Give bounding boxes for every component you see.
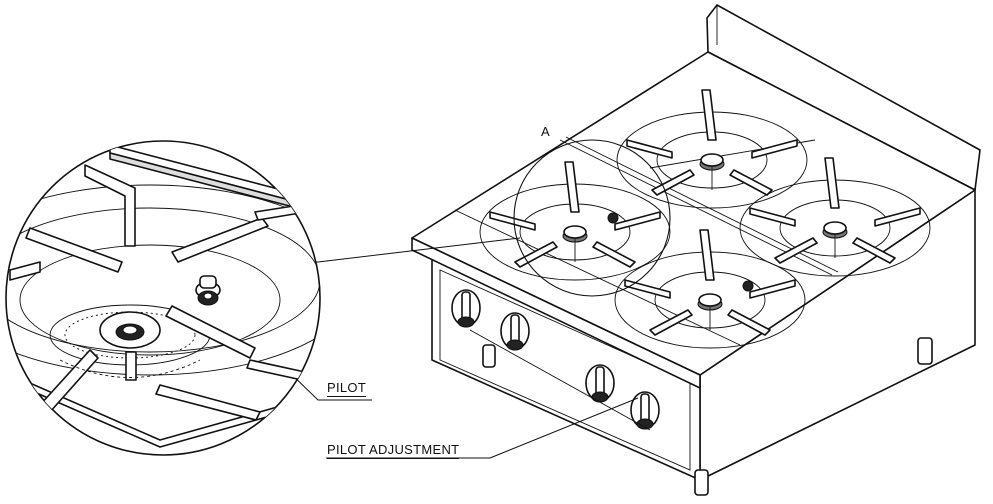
knob (630, 391, 660, 430)
burner-back-right (739, 157, 931, 277)
leg (482, 344, 496, 368)
pilot-light (742, 280, 754, 292)
pilot-label: PILOT (327, 380, 367, 397)
pilot-adjustment-label: PILOT ADJUSTMENT (327, 442, 460, 459)
detail-view-a (5, 140, 321, 456)
pilot-assembly (195, 275, 221, 306)
knob (500, 312, 530, 351)
front-lip (411, 237, 701, 389)
burner-front-left (479, 161, 671, 281)
burner-front-right (614, 229, 806, 349)
leg (694, 469, 709, 496)
detail-circle-a (513, 139, 671, 297)
control-knobs (451, 289, 660, 431)
leg (917, 337, 933, 365)
pilot-light (607, 212, 619, 224)
backsplash (706, 4, 981, 191)
range-body (411, 4, 981, 496)
knob (451, 289, 481, 328)
knob (585, 364, 615, 403)
detail-reference-a: A (541, 124, 550, 139)
burner-back-left (616, 89, 808, 209)
